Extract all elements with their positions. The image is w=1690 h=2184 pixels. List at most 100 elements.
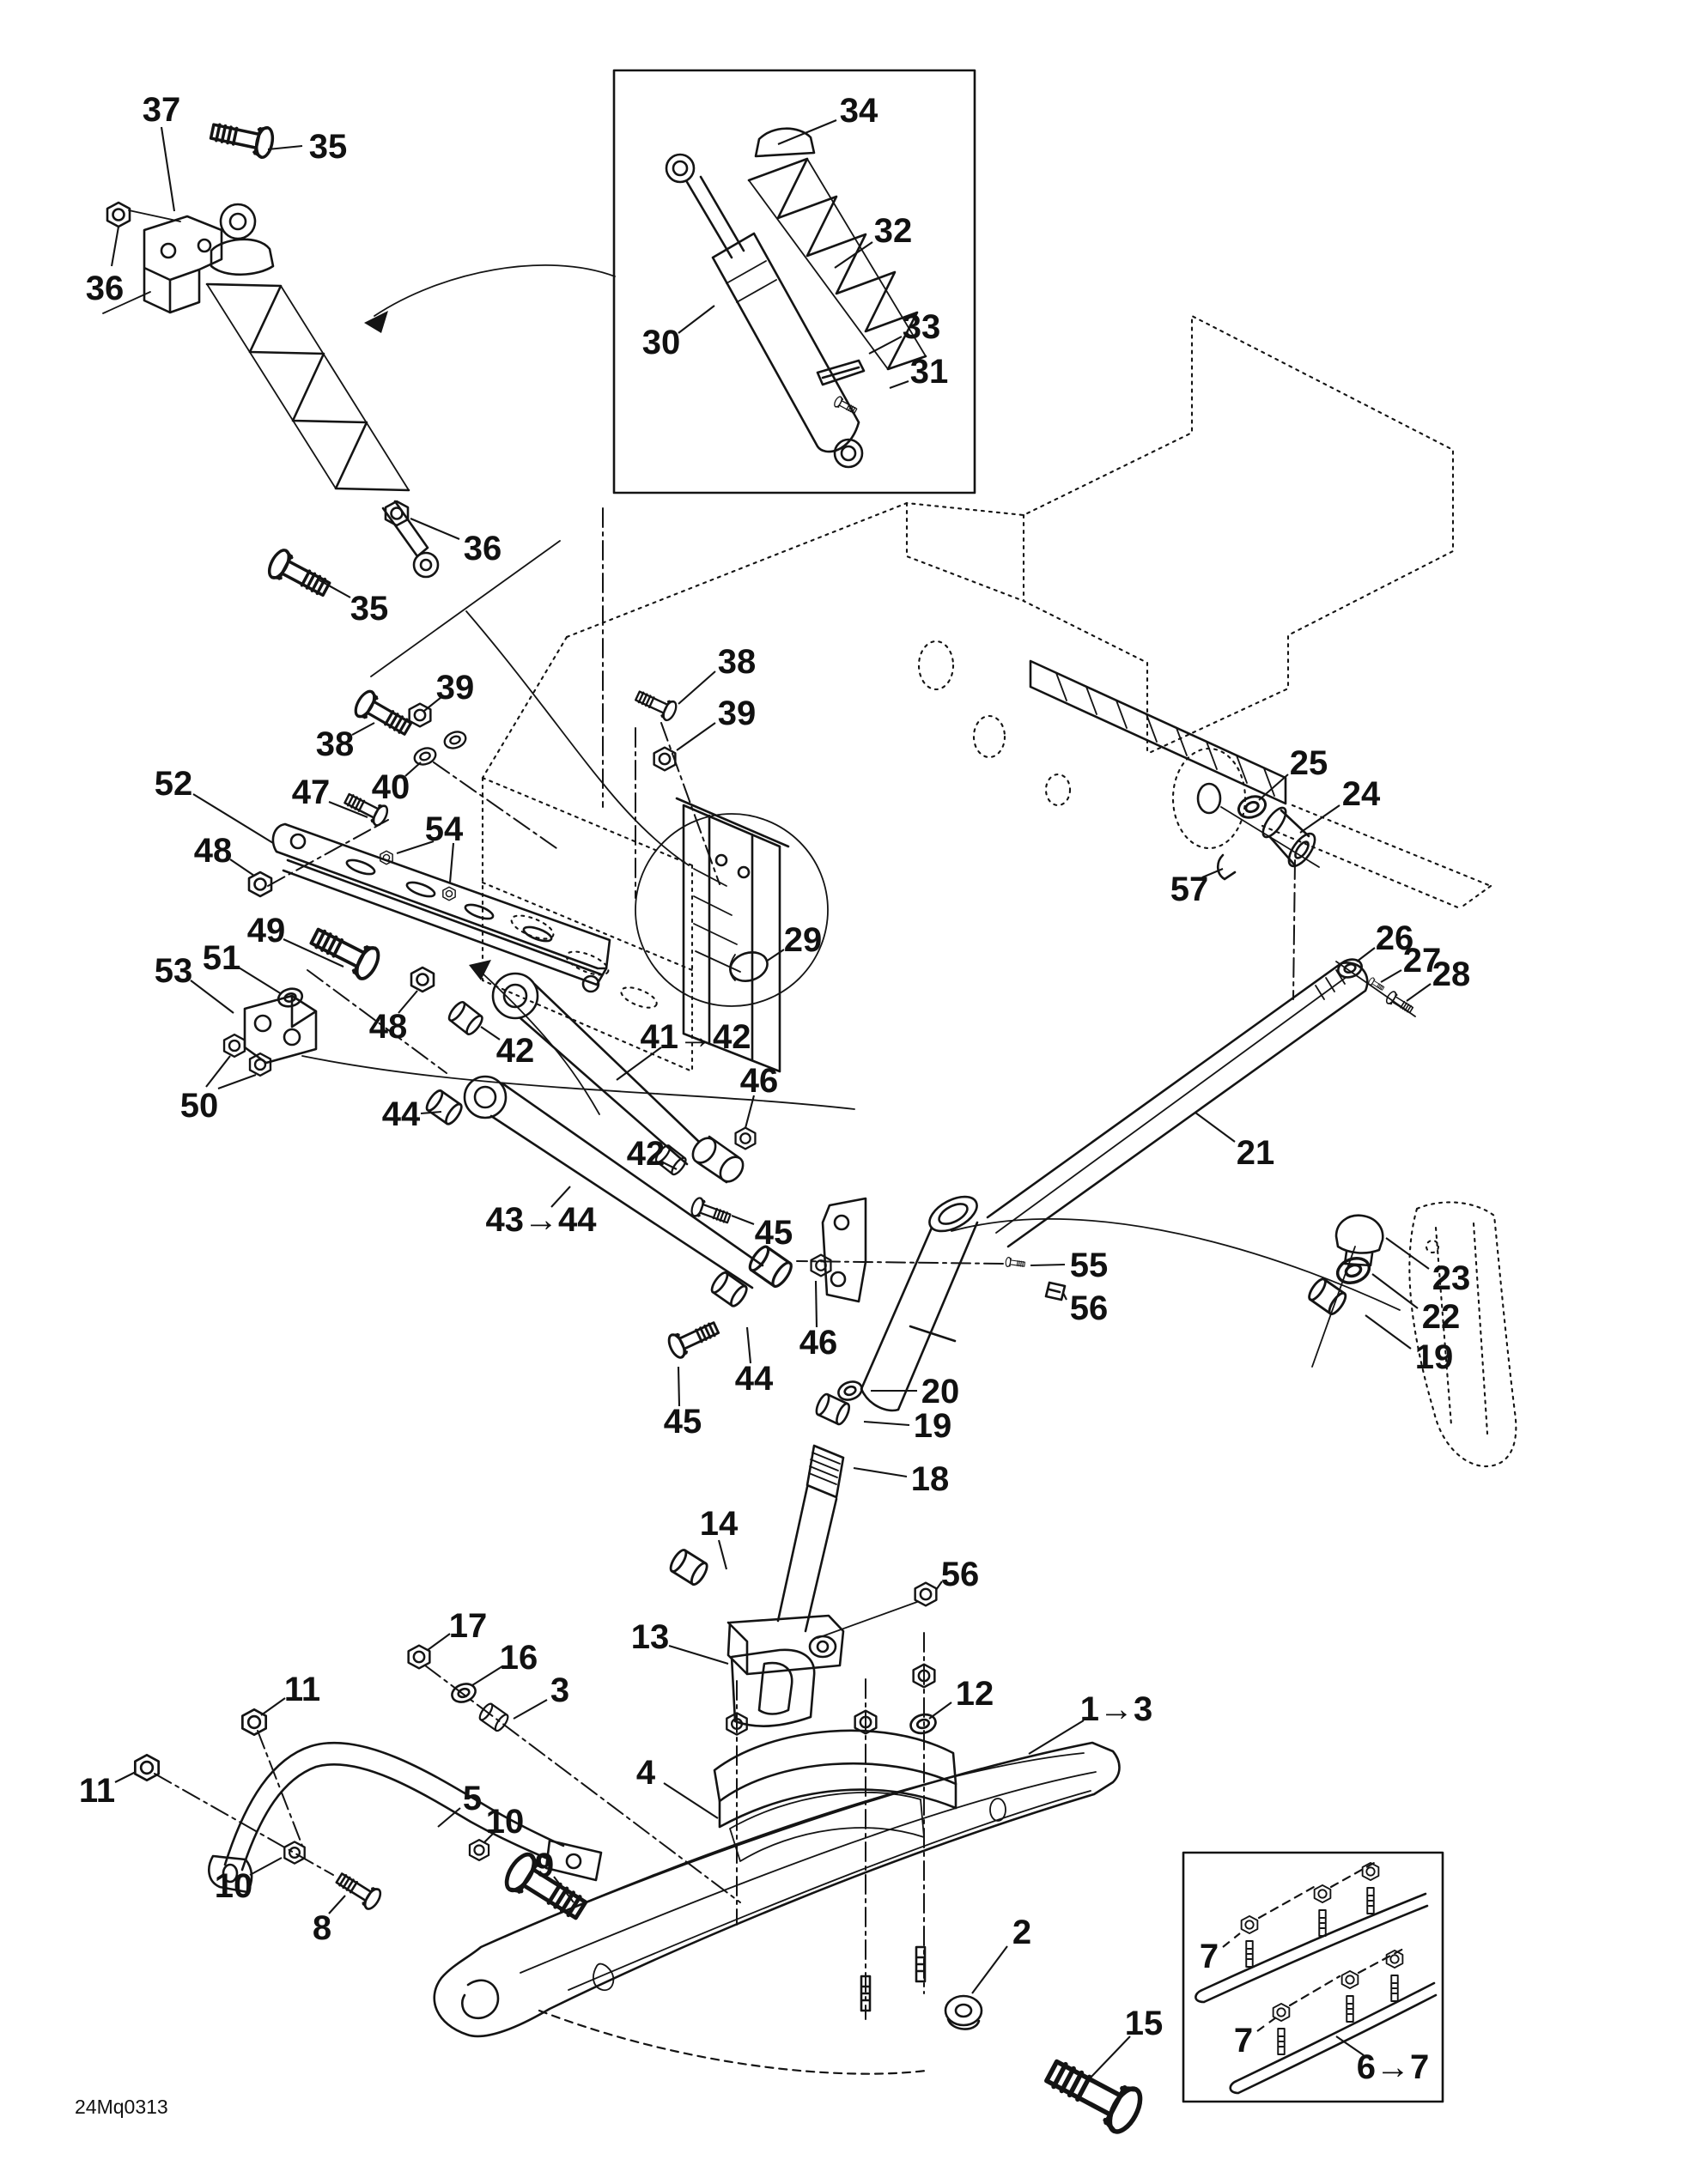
ski — [433, 1741, 1121, 2075]
callout-19: 19 — [914, 1407, 952, 1445]
callout-56: 56 — [1070, 1289, 1109, 1327]
callout-34: 34 — [840, 92, 878, 130]
callout-36: 36 — [464, 530, 502, 567]
callout-17: 17 — [449, 1607, 488, 1645]
callout-leader-19 — [1365, 1314, 1412, 1350]
callout-44: 44 — [382, 1095, 421, 1133]
callout-leader-10 — [483, 1830, 496, 1843]
trailing-arm-lower — [463, 1075, 764, 1289]
set-screw-54b — [442, 886, 456, 901]
bolt-55 — [1004, 1256, 1026, 1270]
bushing-44a — [422, 1087, 465, 1128]
callout-leader-51 — [238, 967, 283, 995]
callout-leader-37 — [160, 126, 176, 212]
swing-arm — [986, 962, 1369, 1248]
callout-leader-46 — [744, 1095, 756, 1129]
callout-48: 48 — [369, 1008, 408, 1046]
callout-5: 5 — [463, 1780, 482, 1817]
bolt-15 — [1041, 2051, 1146, 2137]
steering-post-18 — [776, 1444, 845, 1633]
callout-42: 42 — [496, 1032, 535, 1070]
rubber-stop-13 — [730, 1648, 816, 1727]
callout-leader-9 — [553, 1876, 574, 1903]
callout-leader-57 — [1201, 868, 1224, 878]
callout-8: 8 — [313, 1909, 331, 1947]
shock-mount-bracket — [102, 209, 223, 314]
callout-10: 10 — [486, 1803, 525, 1841]
callout-15: 15 — [1125, 2005, 1164, 2042]
shock-30-drawing — [665, 153, 864, 469]
callout-13: 13 — [631, 1618, 670, 1656]
spring-cap-34 — [754, 127, 816, 158]
callout-leader-42 — [662, 1162, 678, 1170]
callout-51: 51 — [203, 939, 241, 977]
nut-46b — [810, 1253, 832, 1277]
footrest — [1029, 659, 1492, 910]
ski-hand le-5 — [208, 1741, 603, 1894]
callout-leader-11 — [114, 1771, 137, 1783]
callout-39: 39 — [436, 669, 475, 707]
callout-39: 39 — [718, 695, 757, 732]
callout-47: 47 — [292, 774, 331, 811]
callout-leader-44 — [745, 1326, 752, 1364]
callout-leader-54 — [396, 840, 435, 854]
callout-55: 55 — [1070, 1247, 1109, 1284]
runner-detail-inset — [1182, 1851, 1444, 2103]
callout-leader-54 — [448, 842, 455, 883]
inset-reference-arrow — [364, 264, 616, 333]
nut-36a — [106, 201, 131, 228]
callout-33: 33 — [903, 308, 941, 346]
callout-leader-19 — [863, 1420, 910, 1427]
callout-18: 18 — [911, 1460, 950, 1498]
bolt-45a — [688, 1195, 733, 1228]
bolt-35b — [264, 545, 335, 604]
spring-32-drawing — [747, 157, 927, 371]
callout-leader-38 — [678, 670, 716, 705]
callout-leader-28 — [1406, 983, 1432, 1002]
washer-40b — [410, 744, 440, 768]
bolt-38a — [350, 687, 416, 743]
pin-14 — [666, 1546, 711, 1588]
swing-arm-pivot-hardware — [1171, 747, 1416, 1017]
bolt-35a — [207, 115, 277, 161]
callout-leader-40 — [404, 761, 422, 777]
callout-45: 45 — [755, 1214, 793, 1252]
callout-16: 16 — [500, 1639, 538, 1677]
callout-4: 4 — [636, 1754, 656, 1792]
callout-leader-34 — [777, 119, 837, 145]
callout-leader-16 — [471, 1665, 503, 1686]
callout-41→42: 41→42 — [641, 1018, 751, 1056]
callout-11: 11 — [79, 1772, 115, 1810]
callout-44: 44 — [735, 1360, 774, 1398]
shock-detail-inset — [612, 69, 976, 494]
nut-50a — [222, 1033, 246, 1059]
callout-leader-13 — [668, 1644, 729, 1665]
callout-10: 10 — [215, 1867, 253, 1905]
callout-20: 20 — [921, 1373, 960, 1410]
callout-38: 38 — [316, 725, 355, 763]
callout-leader-49 — [283, 938, 344, 968]
callout-leader-7 — [1222, 1932, 1241, 1948]
callout-6→7: 6→7 — [1357, 2048, 1430, 2086]
chassis-outline — [481, 314, 1455, 1073]
nut-50b — [248, 1052, 272, 1077]
bushing-42a — [445, 998, 486, 1038]
callout-leader-5 — [437, 1807, 461, 1828]
callout-leader-46 — [814, 1280, 818, 1328]
roller-24 — [1261, 806, 1316, 868]
bolt-49 — [305, 919, 385, 984]
callout-9: 9 — [535, 1847, 554, 1884]
callout-53: 53 — [155, 952, 193, 990]
nut-17 — [407, 1644, 431, 1670]
callout-leader-22 — [1371, 1273, 1419, 1309]
callout-leader-24 — [1299, 804, 1340, 834]
callout-28: 28 — [1432, 956, 1471, 993]
callout-leader-10 — [249, 1857, 283, 1876]
callout-38: 38 — [718, 643, 757, 681]
callout-leader-6→7 — [1335, 2035, 1365, 2056]
callout-leader-4 — [663, 1782, 719, 1819]
callout-leader-53 — [190, 980, 234, 1014]
callout-leader-23 — [1385, 1237, 1430, 1270]
bolt-45b — [665, 1315, 723, 1362]
